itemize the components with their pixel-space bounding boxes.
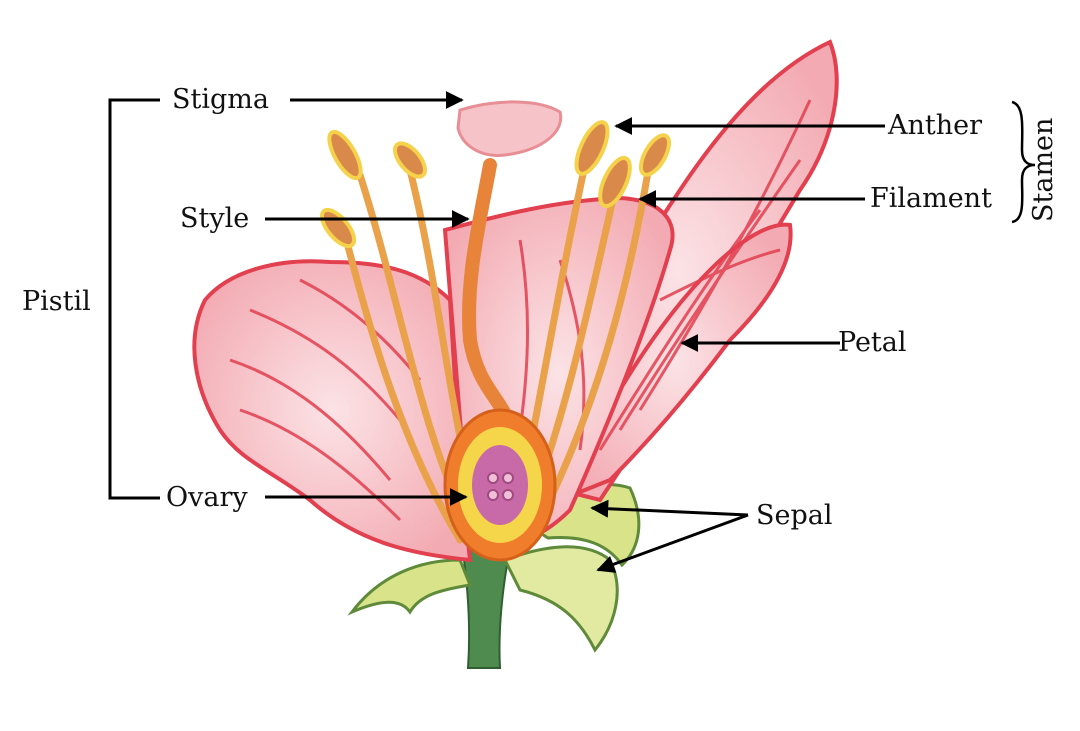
stigma [456,100,563,157]
sepal-left [347,558,473,616]
ovule [502,472,514,484]
petal-right [555,222,793,504]
petal-stripes [229,99,812,522]
petal-left [192,259,473,563]
pistil-label: Pistil [22,286,91,317]
style [462,158,517,437]
filament-label: Filament [870,183,992,214]
ovary-label: Ovary [166,482,248,513]
stigma-label: Stigma [172,84,269,115]
stem [460,543,512,669]
sepal-right-bottom [502,545,619,653]
sepal-arrow-2 [596,513,749,573]
ovule [502,489,514,501]
sepal-label: Sepal [756,500,833,531]
arrows [265,91,885,573]
pistil-bracket [108,98,160,500]
stamen-label: Stamen [1028,117,1059,222]
ovule [487,472,499,484]
ovary-inner [472,445,528,525]
petal-label: Petal [838,327,907,358]
sepal-arrow-1 [590,499,749,518]
stamen-brace [1011,100,1036,224]
style-label: Style [180,203,250,234]
ovule [487,489,499,501]
anther-label: Anther [888,110,983,141]
